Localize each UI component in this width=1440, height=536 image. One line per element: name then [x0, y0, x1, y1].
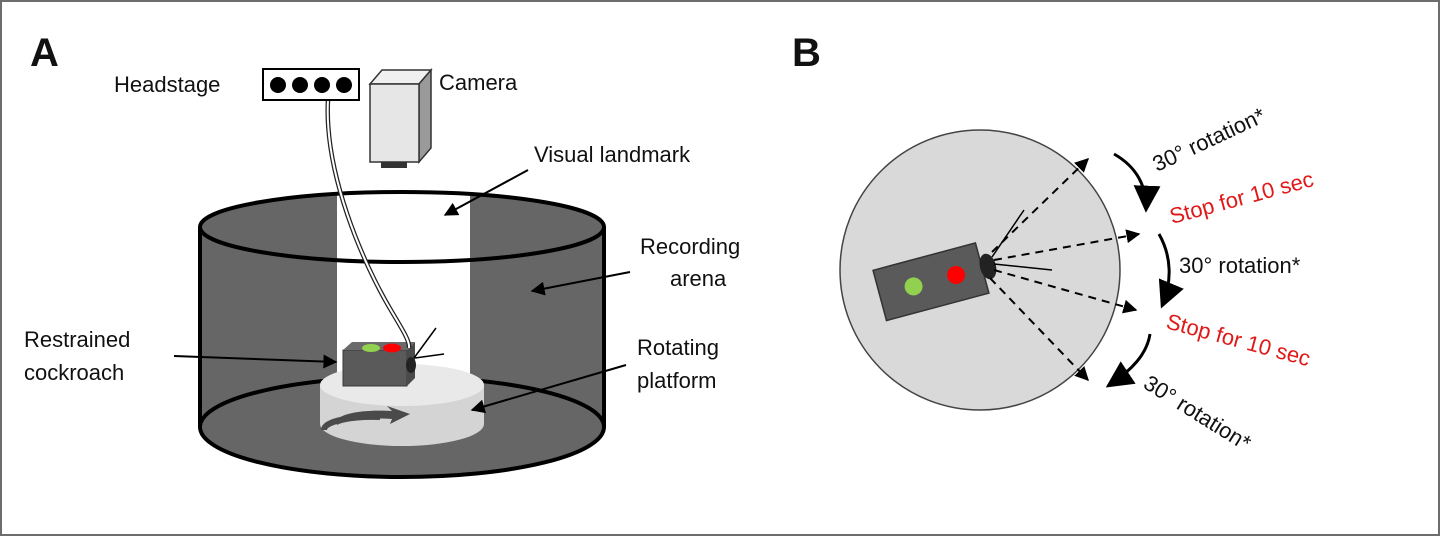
- rotation-label-1: 30° rotation*: [1149, 102, 1270, 176]
- headstage-label: Headstage: [114, 72, 220, 97]
- rotating-label-2: platform: [637, 368, 716, 393]
- arena-arrow: [530, 271, 631, 296]
- recording-arena-label-2: arena: [670, 266, 727, 291]
- platform-arrow: [470, 364, 627, 414]
- panel-a-letter: A: [30, 31, 59, 75]
- stop-label-2: Stop for 10 sec: [1164, 309, 1313, 371]
- rotation-arrow-1: [1113, 152, 1161, 213]
- headstage: [262, 68, 360, 101]
- arena-rim: [198, 190, 606, 264]
- red-led-b: [947, 266, 966, 285]
- antenna-icon: [991, 209, 1025, 258]
- restrained-label-1: Restrained: [24, 327, 130, 352]
- visual-landmark-label: Visual landmark: [534, 142, 691, 167]
- restrained-label-2: cockroach: [24, 360, 124, 385]
- green-led: [362, 344, 380, 352]
- recording-arena-label-1: Recording: [640, 234, 740, 259]
- rotating-label-1: Rotating: [637, 335, 719, 360]
- landmark-arrow: [443, 169, 529, 216]
- view-rays: [989, 158, 1141, 382]
- green-led-b: [904, 277, 923, 296]
- red-led: [383, 343, 401, 353]
- rotation-label-3: 30° rotation*: [1139, 370, 1256, 456]
- panel-b-letter: B: [792, 31, 821, 75]
- camera-icon: [368, 67, 433, 168]
- stop-label-1: Stop for 10 sec: [1167, 166, 1316, 228]
- camera-label: Camera: [439, 70, 518, 95]
- restrained-cockroach: [342, 327, 445, 387]
- rotation-label-2: 30° rotation*: [1179, 253, 1301, 278]
- rotation-arrow-2: [1157, 233, 1184, 309]
- rotation-arrow-3: [1105, 333, 1152, 388]
- cockroach-arrow: [173, 354, 338, 369]
- cockroach-top-view: [872, 241, 997, 322]
